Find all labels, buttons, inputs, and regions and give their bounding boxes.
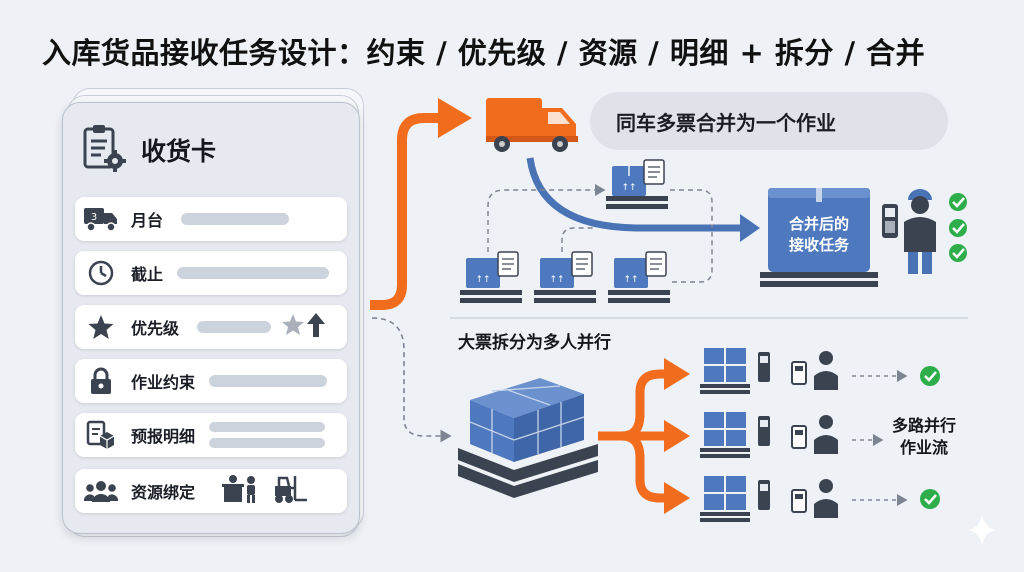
- worker-icon: [814, 415, 838, 454]
- parallel-flow-label: 多路并行 作业流: [892, 415, 956, 459]
- blue-merge-arrow: [526, 157, 744, 232]
- pallet-with-doc-icon: ↑↑: [608, 251, 670, 303]
- placeholder-bar: [209, 438, 326, 448]
- handheld-scanner-icon: [882, 204, 898, 238]
- dashed-connector: [672, 232, 713, 283]
- row-label-priority: 优先级: [131, 319, 180, 338]
- star-up-arrow-icon: [281, 312, 327, 342]
- row-label-resource-binding: 资源绑定: [131, 483, 196, 502]
- dashed-connector: [670, 189, 713, 228]
- row-label-constraint: 作业约束: [131, 373, 196, 392]
- page-title: 入库货品接收任务设计：约束 / 优先级 / 资源 / 明细 + 拆分 / 合并: [42, 36, 926, 70]
- dashed-connector: [487, 184, 606, 252]
- check-icon: [920, 366, 940, 386]
- worker-desk-icon: [221, 474, 261, 508]
- orange-arrowhead: [438, 98, 472, 138]
- box-stack-icon: [700, 412, 750, 458]
- delivery-truck-icon: [486, 98, 578, 152]
- placeholder-bar: [209, 375, 328, 387]
- orange-arrowhead: [664, 358, 690, 390]
- pallet-with-doc-icon: ↑↑: [534, 251, 596, 303]
- orange-split-arrow: [598, 369, 668, 441]
- orange-split-arrow: [621, 431, 668, 503]
- handheld-scanner-icon: [758, 416, 770, 446]
- row-label-deadline: 截止: [131, 265, 164, 284]
- card-row-constraint[interactable]: 作业约束: [75, 359, 347, 403]
- dashed-connector: [561, 227, 596, 252]
- pallet-with-doc-icon: ↑↑: [460, 251, 522, 303]
- merged-label-line1: 合并后的: [788, 215, 849, 233]
- placeholder-bar: [197, 321, 272, 333]
- worker-icon: [904, 189, 936, 274]
- placeholder-bar: [177, 267, 330, 279]
- forklift-icon: [271, 474, 309, 508]
- document-box-icon: [81, 415, 121, 455]
- lock-icon: [81, 361, 121, 401]
- svg-text:↑↑: ↑↑: [475, 275, 490, 285]
- receiving-card-stack: 收货卡 3 月台: [62, 88, 364, 543]
- box-stack-icon: [700, 348, 750, 394]
- split-section-label: 大票拆分为多人并行: [458, 333, 611, 353]
- lane-2: [700, 412, 884, 458]
- large-pallet-icon: [458, 378, 598, 498]
- people-group-icon: [81, 471, 121, 511]
- card-row-resource-binding[interactable]: 资源绑定: [75, 469, 347, 513]
- merge-speech-bubble: 同车多票合并为一个作业: [590, 92, 948, 150]
- clipboard-gear-icon: [81, 123, 127, 177]
- handheld-scanner-icon: [758, 352, 770, 382]
- row-label-forecast-detail: 预报明细: [131, 427, 196, 446]
- parallel-label-line1: 多路并行: [892, 416, 957, 435]
- svg-text:↑↑: ↑↑: [621, 183, 636, 193]
- row-label-dock: 月台: [131, 211, 164, 230]
- placeholder-bar: [209, 422, 326, 432]
- check-icon: [949, 244, 967, 262]
- merged-task-label: 合并后的 接收任务: [768, 188, 870, 272]
- card-row-priority[interactable]: 优先级: [75, 305, 347, 349]
- check-icon: [949, 193, 967, 211]
- card-row-forecast-detail[interactable]: 预报明细: [75, 413, 347, 457]
- parallel-label-line2: 作业流: [900, 438, 949, 457]
- pallet-with-doc-icon: ↑↑: [606, 159, 668, 209]
- worker-icon: [814, 479, 838, 518]
- merge-bubble-text: 同车多票合并为一个作业: [616, 110, 836, 135]
- placeholder-bar: [181, 213, 290, 225]
- dock-number-text: 3: [91, 212, 97, 223]
- card-row-dock[interactable]: 3 月台: [75, 197, 347, 241]
- card-title: 收货卡: [141, 137, 217, 166]
- truck-number-icon: 3: [81, 199, 121, 239]
- check-icon: [920, 489, 940, 509]
- lane-1: [700, 348, 940, 394]
- box-stack-icon: [700, 476, 750, 522]
- scanner-in-hand-icon: [791, 361, 807, 385]
- orange-arrowhead: [664, 420, 690, 452]
- star-icon: [81, 307, 121, 347]
- merged-label-line2: 接收任务: [788, 236, 849, 254]
- dashed-split-connector: [371, 317, 452, 443]
- blue-arrowhead: [740, 214, 760, 242]
- check-icon: [949, 219, 967, 237]
- svg-text:↑↑: ↑↑: [549, 275, 564, 285]
- orange-arrowhead: [664, 482, 690, 514]
- handheld-scanner-icon: [758, 480, 770, 510]
- placeholder-bars: [209, 422, 326, 448]
- receiving-card[interactable]: 收货卡 3 月台: [62, 102, 360, 534]
- card-row-deadline[interactable]: 截止: [75, 251, 347, 295]
- svg-text:↑↑: ↑↑: [623, 275, 638, 285]
- lane-3: [700, 476, 940, 522]
- sparkle-icon: [968, 514, 996, 546]
- worker-icon: [814, 351, 838, 390]
- merged-task-box-icon: [760, 188, 878, 287]
- scanner-in-hand-icon: [791, 489, 807, 513]
- clock-icon: [81, 253, 121, 293]
- card-header: 收货卡: [81, 123, 216, 177]
- orange-merge-arrow: [370, 113, 440, 310]
- scanner-in-hand-icon: [791, 425, 807, 449]
